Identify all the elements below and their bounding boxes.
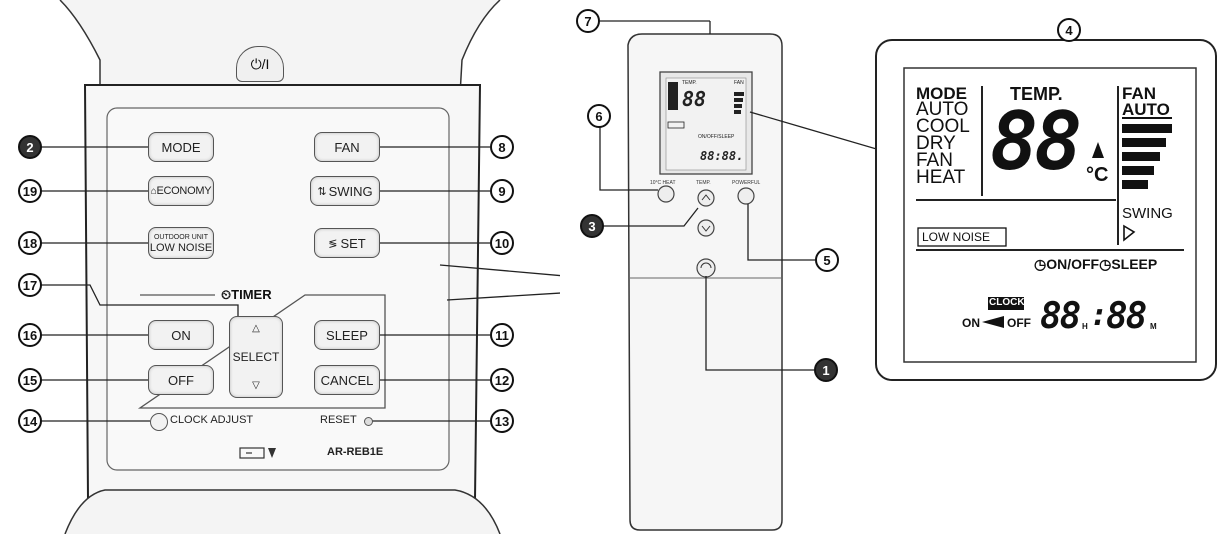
lcd-sleep-label: SLEEP [1111,256,1158,272]
low-noise-button[interactable]: OUTDOOR UNIT LOW NOISE [148,227,214,259]
callout-11: 11 [490,323,514,347]
svg-text:TEMP.: TEMP. [682,80,697,86]
lcd-on-label: ON [962,316,980,330]
lcd-mode-auto: AUTO [916,99,969,120]
swing-button-label: SWING [328,183,373,199]
timer-on-button[interactable]: ON [148,320,214,350]
lcd-temp-title: TEMP. [1010,84,1063,104]
callout-2: 2 [18,135,42,159]
callout-8: 8 [490,135,514,159]
lcd-clock-badge: CLOCK [989,297,1025,308]
fan-button-label: FAN [334,139,360,155]
reset-label: RESET [320,414,357,426]
set-icon: ≶ [328,237,338,250]
economy-button[interactable]: ⌂ECONOMY [148,176,214,206]
callout-13: 13 [490,409,514,433]
callout-10: 10 [490,231,514,255]
reset-button[interactable] [364,417,373,426]
lcd-off-label: OFF [1007,316,1031,330]
callout-19: 19 [18,179,42,203]
select-down-icon: ▽ [252,380,260,391]
svg-text:FAN: FAN [734,80,744,86]
sleep-button-label: SLEEP [326,327,368,343]
svg-text:88:88.: 88:88. [700,149,743,163]
callout-3: 3 [580,214,604,238]
lcd-mode-fan: FAN [916,150,953,171]
lcd-sleep-clock-icon: ◷ [1099,256,1112,272]
callout-17: 17 [18,273,42,297]
lcd-zoom-frame [875,36,1217,381]
center-btn-right-label: POWERFUL [732,180,761,186]
lcd-mode-heat: HEAT [916,167,966,188]
mode-button[interactable]: MODE [148,132,214,162]
select-up-icon: △ [252,323,260,334]
sleep-button[interactable]: SLEEP [314,320,380,350]
lcd-low-noise: LOW NOISE [922,230,991,244]
timer-off-button[interactable]: OFF [148,365,214,395]
cancel-button[interactable]: CANCEL [314,365,380,395]
lcd-temp-unit: °C [1086,164,1109,186]
lcd-fan-auto: AUTO [1122,100,1170,119]
set-button[interactable]: ≶SET [314,228,380,258]
svg-text:ON/OFF/SLEEP: ON/OFF/SLEEP [698,134,735,140]
center-btn-mid-label: TEMP. [696,180,711,186]
callout-9: 9 [490,179,514,203]
callout-1: 1 [814,358,838,382]
callout-18: 18 [18,231,42,255]
callout-7: 7 [576,9,600,33]
callout-4: 4 [1057,18,1081,42]
lcd-hours-unit: H [1082,322,1088,331]
low-noise-label-bottom: LOW NOISE [149,242,213,254]
lcd-on-off-label: ON/OFF [1046,256,1100,272]
lcd-minutes-unit: M [1150,322,1157,331]
select-button[interactable]: △ SELECT ▽ [229,316,283,398]
timer-group-label: ⏲TIMER [218,287,275,303]
timer-clock-icon: ⏲ [221,287,232,302]
center-remote-outline: 88 TEMP. FAN ON/OFF/SLEEP 88:88. [597,20,880,531]
lcd-swing: SWING [1122,205,1173,222]
lcd-clock-icon: ◷ [1034,256,1047,272]
select-button-label: SELECT [232,350,280,364]
lcd-colon: : [1090,298,1109,333]
lcd-on-off-timer: ◷ON/OFF◷SLEEP [1034,256,1157,273]
fan-button[interactable]: FAN [314,132,380,162]
cancel-button-label: CANCEL [320,372,374,388]
mode-button-label: MODE [161,139,201,155]
swing-icon: ⇅ [317,185,327,198]
center-btn-left-label: 10°C HEAT [650,180,676,186]
low-noise-label-top: OUTDOOR UNIT [153,234,209,241]
timer-group-text: TIMER [231,287,272,302]
swing-button[interactable]: ⇅SWING [310,176,380,206]
callout-14: 14 [18,409,42,433]
svg-text:88: 88 [682,87,706,111]
clock-adjust-button[interactable] [150,413,168,431]
lcd-mode-dry: DRY [916,133,956,154]
economy-button-label: ECONOMY [156,185,212,197]
power-button[interactable]: ⏻/I [236,46,284,82]
callout-16: 16 [18,323,42,347]
lcd-minutes-digits: 88 [1106,296,1147,337]
callout-15: 15 [18,368,42,392]
economy-icon: ⌂ [150,185,157,197]
callout-12: 12 [490,368,514,392]
lcd-mode-title: MODE [916,84,967,103]
callout-5: 5 [815,248,839,272]
clock-adjust-label: CLOCK ADJUST [170,414,254,426]
lcd-temp-digits: 88 [990,95,1082,188]
power-icon: ⏻/I [250,55,270,72]
set-button-label: SET [340,235,366,251]
model-label: AR-REB1E [327,446,384,458]
timer-on-label: ON [171,327,191,343]
timer-off-label: OFF [168,372,194,388]
callout-6: 6 [587,104,611,128]
lcd-mode-cool: COOL [916,116,970,137]
lcd-fan-title: FAN [1122,84,1156,103]
lcd-hours-digits: 88 [1040,296,1081,337]
